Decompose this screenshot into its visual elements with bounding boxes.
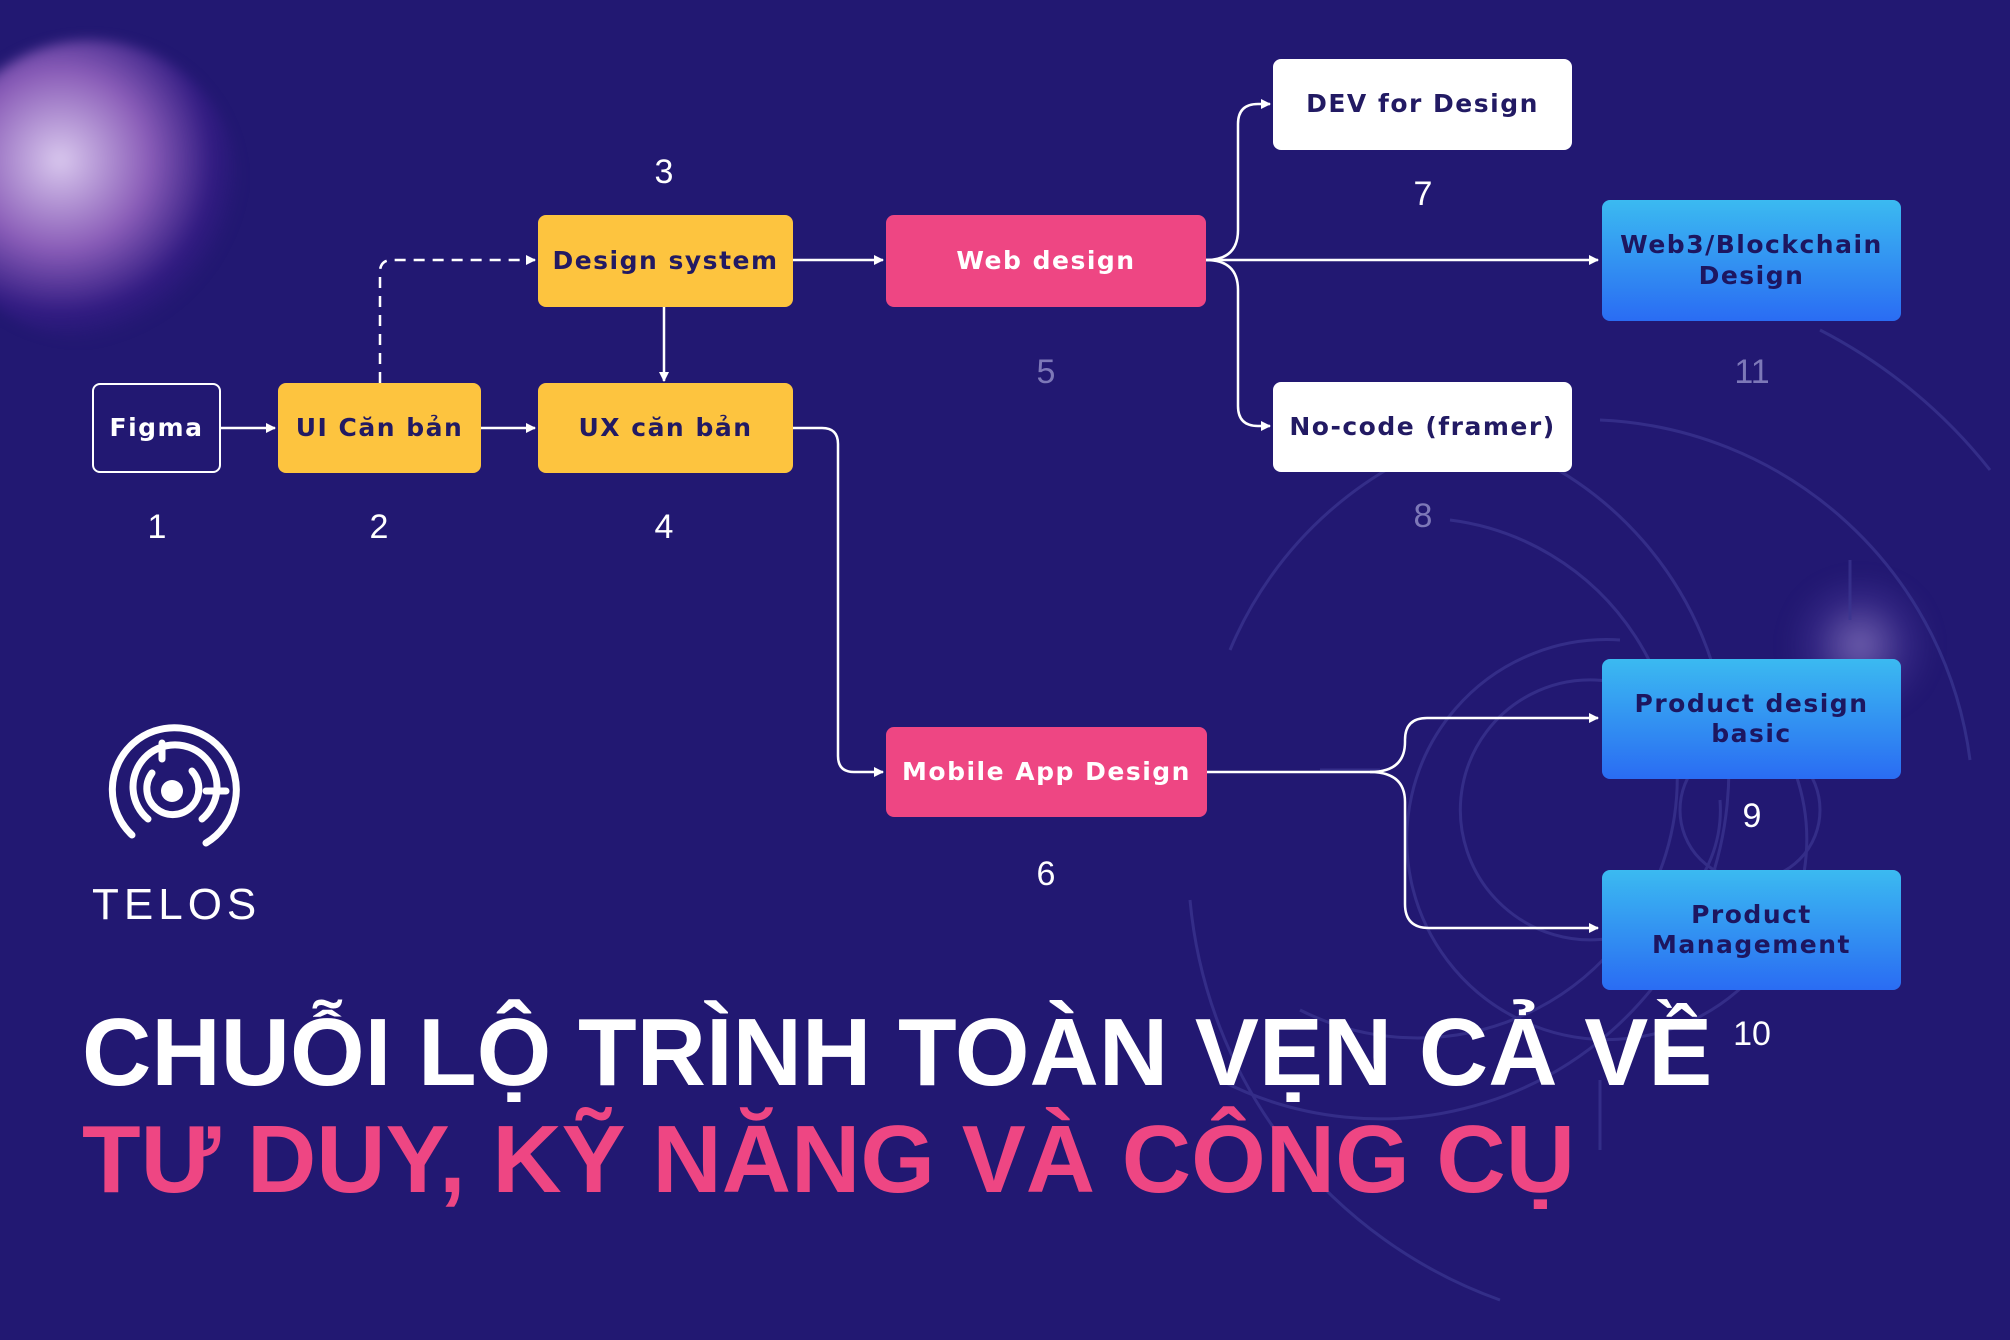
- brand-name: TELOS: [92, 880, 262, 929]
- node-ui-basic: UI Căn bản: [278, 383, 481, 473]
- headline-line-1: CHUỖI LỘ TRÌNH TOÀN VẸN CẢ VỀ: [82, 999, 1713, 1106]
- step-number-6: 6: [1036, 855, 1056, 893]
- node-ux-basic: UX căn bản: [538, 383, 793, 473]
- edge-ui-basic-to-design-system: [378, 255, 536, 383]
- step-number-9: 9: [1742, 797, 1762, 835]
- node-mobile-app-design: Mobile App Design: [886, 727, 1207, 817]
- node-design-system: Design system: [538, 215, 793, 307]
- node-product-design-basic: Product design basic: [1602, 659, 1901, 779]
- step-number-2: 2: [369, 508, 389, 546]
- edge-ux-basic-to-mobile: [793, 426, 884, 777]
- edge-mobile-to-product-management: [1369, 770, 1599, 933]
- step-number-8: 8: [1413, 497, 1433, 535]
- glow-orb-left: [0, 40, 240, 340]
- step-number-1: 1: [147, 508, 167, 546]
- node-no-code-framer: No-code (framer): [1273, 382, 1572, 472]
- telos-maze-logo-icon: [108, 724, 240, 847]
- step-number-11: 11: [1734, 353, 1770, 391]
- node-figma: Figma: [92, 383, 221, 473]
- node-web-design: Web design: [886, 215, 1206, 307]
- step-number-3: 3: [654, 153, 674, 191]
- node-dev-for-design: DEV for Design: [1273, 59, 1572, 150]
- headline-line-2: TƯ DUY, KỸ NĂNG VÀ CÔNG CỤ: [82, 1106, 1576, 1213]
- node-product-management: Product Management: [1602, 870, 1901, 990]
- edge-web-to-dev: [1205, 99, 1271, 262]
- step-number-7: 7: [1413, 175, 1433, 213]
- step-number-10: 10: [1733, 1015, 1771, 1053]
- edge-mobile-to-product-basic: [1207, 713, 1599, 774]
- step-number-5: 5: [1036, 353, 1056, 391]
- edge-web-to-nocode: [1205, 258, 1271, 431]
- step-number-4: 4: [654, 508, 674, 546]
- node-web3-blockchain-design: Web3/Blockchain Design: [1602, 200, 1901, 321]
